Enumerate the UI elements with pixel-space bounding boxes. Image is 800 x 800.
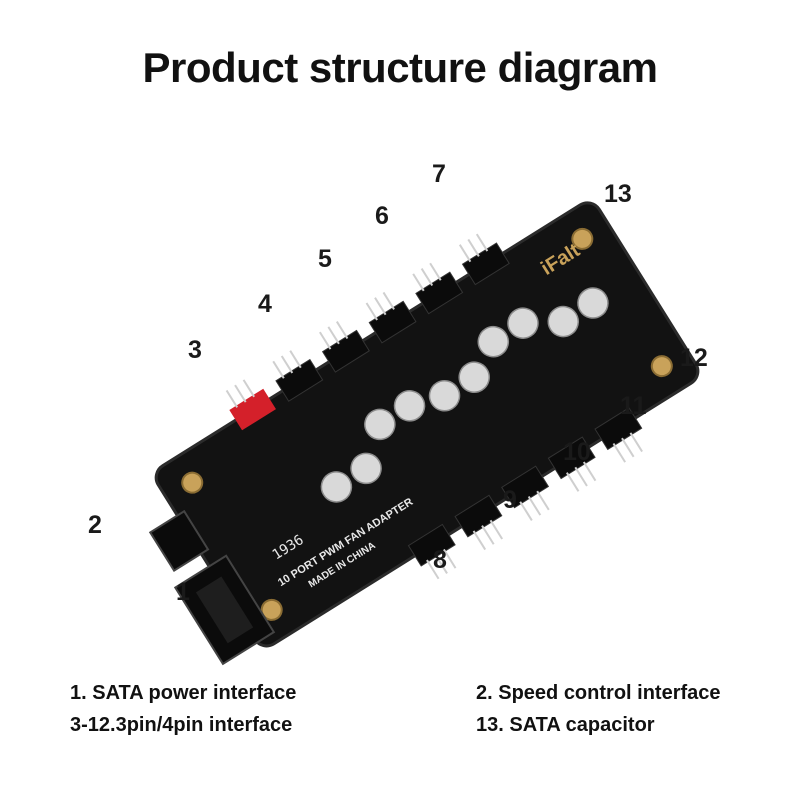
top-fan-headers <box>225 233 510 431</box>
callout-12: 12 <box>680 344 708 372</box>
callout-13: 13 <box>604 180 632 208</box>
legend-item-sata-capacitor: 13. SATA capacitor <box>476 714 655 736</box>
callout-6: 6 <box>375 202 389 230</box>
pcb-board: 10 PORT PWM FAN ADAPTER MADE IN CHINA 19… <box>148 201 700 666</box>
capacitors <box>320 287 609 503</box>
mounting-hole <box>571 227 594 250</box>
callout-2: 2 <box>88 511 102 539</box>
mounting-hole <box>650 355 673 378</box>
red-fan-header <box>229 388 276 431</box>
page-title: Product structure diagram <box>142 44 658 91</box>
speed-control-connector <box>148 509 210 573</box>
callout-11: 11 <box>620 392 647 420</box>
callout-10: 10 <box>563 438 591 466</box>
legend-item-pin-interface: 3-12.3pin/4pin interface <box>70 714 293 736</box>
callout-7: 7 <box>432 160 446 188</box>
callout-8: 8 <box>433 546 447 574</box>
mounting-hole <box>181 471 204 494</box>
legend-item-speed-control: 2. Speed control interface <box>476 682 721 704</box>
callout-9: 9 <box>503 486 517 514</box>
callout-1: 1 <box>176 578 190 606</box>
legend-item-sata-power: 1. SATA power interface <box>70 682 297 704</box>
callout-3: 3 <box>188 336 202 364</box>
callout-5: 5 <box>318 245 332 273</box>
bottom-fan-headers <box>407 407 643 580</box>
callout-4: 4 <box>258 290 272 318</box>
